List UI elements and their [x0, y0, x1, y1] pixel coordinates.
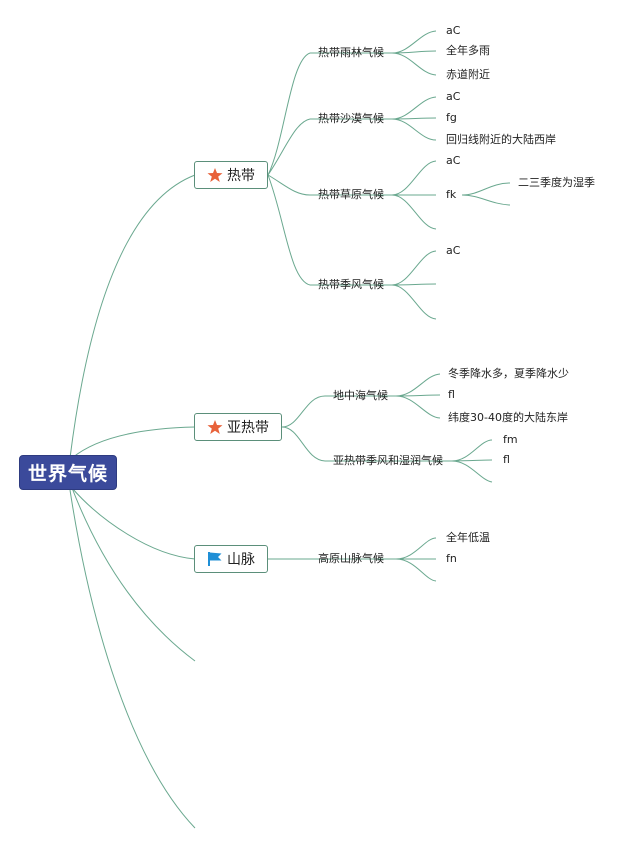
topic-tropics-label: 热带 [227, 168, 255, 184]
node-tropical-rainforest[interactable]: 热带雨林气候 [318, 46, 384, 59]
leaf-mediterranean-1[interactable]: 冬季降水多，夏季降水少 [448, 367, 569, 380]
node-subtropical-humid[interactable]: 亚热带季风和湿润气候 [333, 454, 443, 467]
root-topic[interactable]: 世界气候 [19, 455, 117, 490]
leaf-desert-2[interactable]: fg [446, 111, 457, 124]
leaf-savanna-fk-child[interactable]: 二三季度为湿季 [518, 176, 595, 189]
node-tropical-desert[interactable]: 热带沙漠气候 [318, 112, 384, 125]
leaf-monsoon-1[interactable]: aC [446, 244, 461, 257]
node-mediterranean[interactable]: 地中海气候 [333, 389, 388, 402]
topic-mountains-label: 山脉 [227, 552, 255, 568]
flag-icon [207, 551, 223, 567]
topic-subtropics-label: 亚热带 [227, 420, 269, 436]
leaf-rainforest-1[interactable]: aC [446, 24, 461, 37]
leaf-rainforest-3[interactable]: 赤道附近 [446, 68, 490, 81]
leaf-highland-1[interactable]: 全年低温 [446, 531, 490, 544]
leaf-savanna-2[interactable]: fk [446, 188, 457, 201]
leaf-mediterranean-2[interactable]: fl [448, 388, 455, 401]
leaf-humid-2[interactable]: fl [503, 453, 510, 466]
node-tropical-savanna[interactable]: 热带草原气候 [318, 188, 384, 201]
leaf-humid-1[interactable]: fm [503, 433, 518, 446]
leaf-highland-2[interactable]: fn [446, 552, 457, 565]
node-highland[interactable]: 高原山脉气候 [318, 552, 384, 565]
leaf-rainforest-2[interactable]: 全年多雨 [446, 44, 490, 57]
leaf-desert-1[interactable]: aC [446, 90, 461, 103]
leaf-mediterranean-3[interactable]: 纬度30-40度的大陆东岸 [448, 411, 568, 424]
leaf-savanna-1[interactable]: aC [446, 154, 461, 167]
star-icon [207, 419, 223, 435]
topic-subtropics[interactable]: 亚热带 [194, 413, 282, 441]
topic-tropics[interactable]: 热带 [194, 161, 268, 189]
leaf-desert-3[interactable]: 回归线附近的大陆西岸 [446, 133, 556, 146]
node-tropical-monsoon[interactable]: 热带季风气候 [318, 278, 384, 291]
star-icon [207, 167, 223, 183]
topic-mountains[interactable]: 山脉 [194, 545, 268, 573]
root-label: 世界气候 [27, 463, 108, 485]
